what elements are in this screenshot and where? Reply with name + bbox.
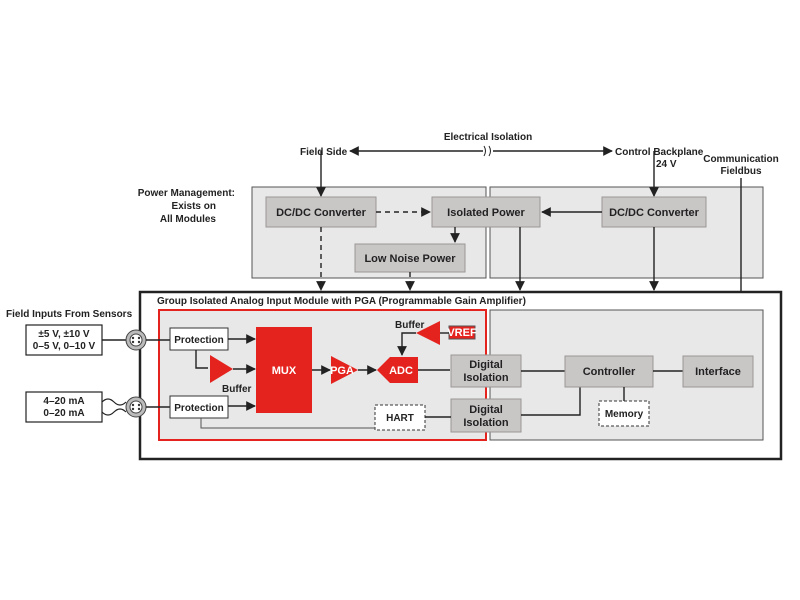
vref-label: VREF — [447, 327, 477, 339]
mux-block — [256, 327, 312, 413]
protection-to-hart-wire — [200, 418, 375, 429]
current-range-2: 0–20 mA — [43, 408, 84, 419]
buffer-vref-triangle — [416, 321, 440, 345]
isolated-power-box — [431, 196, 541, 228]
low-noise-label: Low Noise Power — [364, 253, 456, 265]
buffer-input-triangle — [210, 355, 233, 383]
memory-label: Memory — [605, 409, 644, 420]
current-range-1: 4–20 mA — [43, 396, 84, 407]
controller-label: Controller — [583, 366, 636, 378]
field-side-label: Field Side — [300, 147, 348, 158]
digital-isolation-bottom-line2: Isolation — [463, 417, 509, 429]
low-noise-power-box — [354, 243, 466, 273]
isolation-bottom-to-controller — [521, 387, 581, 416]
protection-box-bottom — [169, 395, 229, 419]
buffer-input-wire — [195, 350, 208, 369]
current-input-box — [25, 391, 103, 423]
pga-label: PGA — [330, 365, 354, 377]
voltage-input-box — [25, 324, 103, 356]
twisted-pair-icon — [101, 398, 127, 416]
protection-bottom-label: Protection — [174, 403, 223, 414]
power-mgmt-line2: Exists on — [172, 201, 216, 212]
adc-label: ADC — [389, 365, 413, 377]
digital-isolation-bottom — [450, 398, 522, 433]
controller-box — [564, 355, 654, 388]
power-mgmt-line1: Power Management: — [138, 188, 235, 199]
protection-top-label: Protection — [174, 335, 223, 346]
voltage-label: 24 V — [656, 159, 677, 170]
hart-label: HART — [386, 413, 414, 424]
buffer-to-adc — [397, 332, 416, 356]
connector-icon — [125, 329, 147, 351]
connector-icon — [125, 396, 147, 418]
interface-label: Interface — [695, 366, 741, 378]
memory-box — [598, 400, 650, 427]
control-backplane-label: Control Backplane — [615, 147, 704, 158]
electrical-isolation-label: Electrical Isolation — [444, 132, 532, 143]
hart-box — [374, 404, 426, 431]
interface-box — [682, 355, 754, 388]
power-mgmt-line3: All Modules — [160, 214, 217, 225]
buffer-input-label: Buffer — [222, 384, 252, 395]
mux-label: MUX — [272, 365, 297, 377]
adc-block — [377, 357, 418, 383]
pga-triangle — [331, 356, 358, 384]
digital-isolation-top-line1: Digital — [469, 359, 503, 371]
dcdc-left-label: DC/DC Converter — [276, 207, 367, 219]
isolation-break-icon — [483, 145, 491, 157]
fieldbus-label: Fieldbus — [720, 166, 762, 177]
dcdc-right-label: DC/DC Converter — [609, 207, 700, 219]
voltage-range-2: 0–5 V, 0–10 V — [33, 341, 96, 352]
buffer-vref-label: Buffer — [395, 320, 425, 331]
voltage-range-1: ±5 V, ±10 V — [38, 329, 90, 340]
isolated-power-label: Isolated Power — [447, 207, 525, 219]
module-title: Group Isolated Analog Input Module with … — [157, 296, 526, 307]
digital-isolation-bottom-line1: Digital — [469, 404, 503, 416]
dcdc-converter-left — [265, 196, 377, 228]
digital-isolation-top — [450, 354, 522, 388]
digital-isolation-top-line2: Isolation — [463, 372, 509, 384]
communication-label: Communication — [703, 154, 779, 165]
field-inputs-title: Field Inputs From Sensors — [6, 309, 133, 320]
